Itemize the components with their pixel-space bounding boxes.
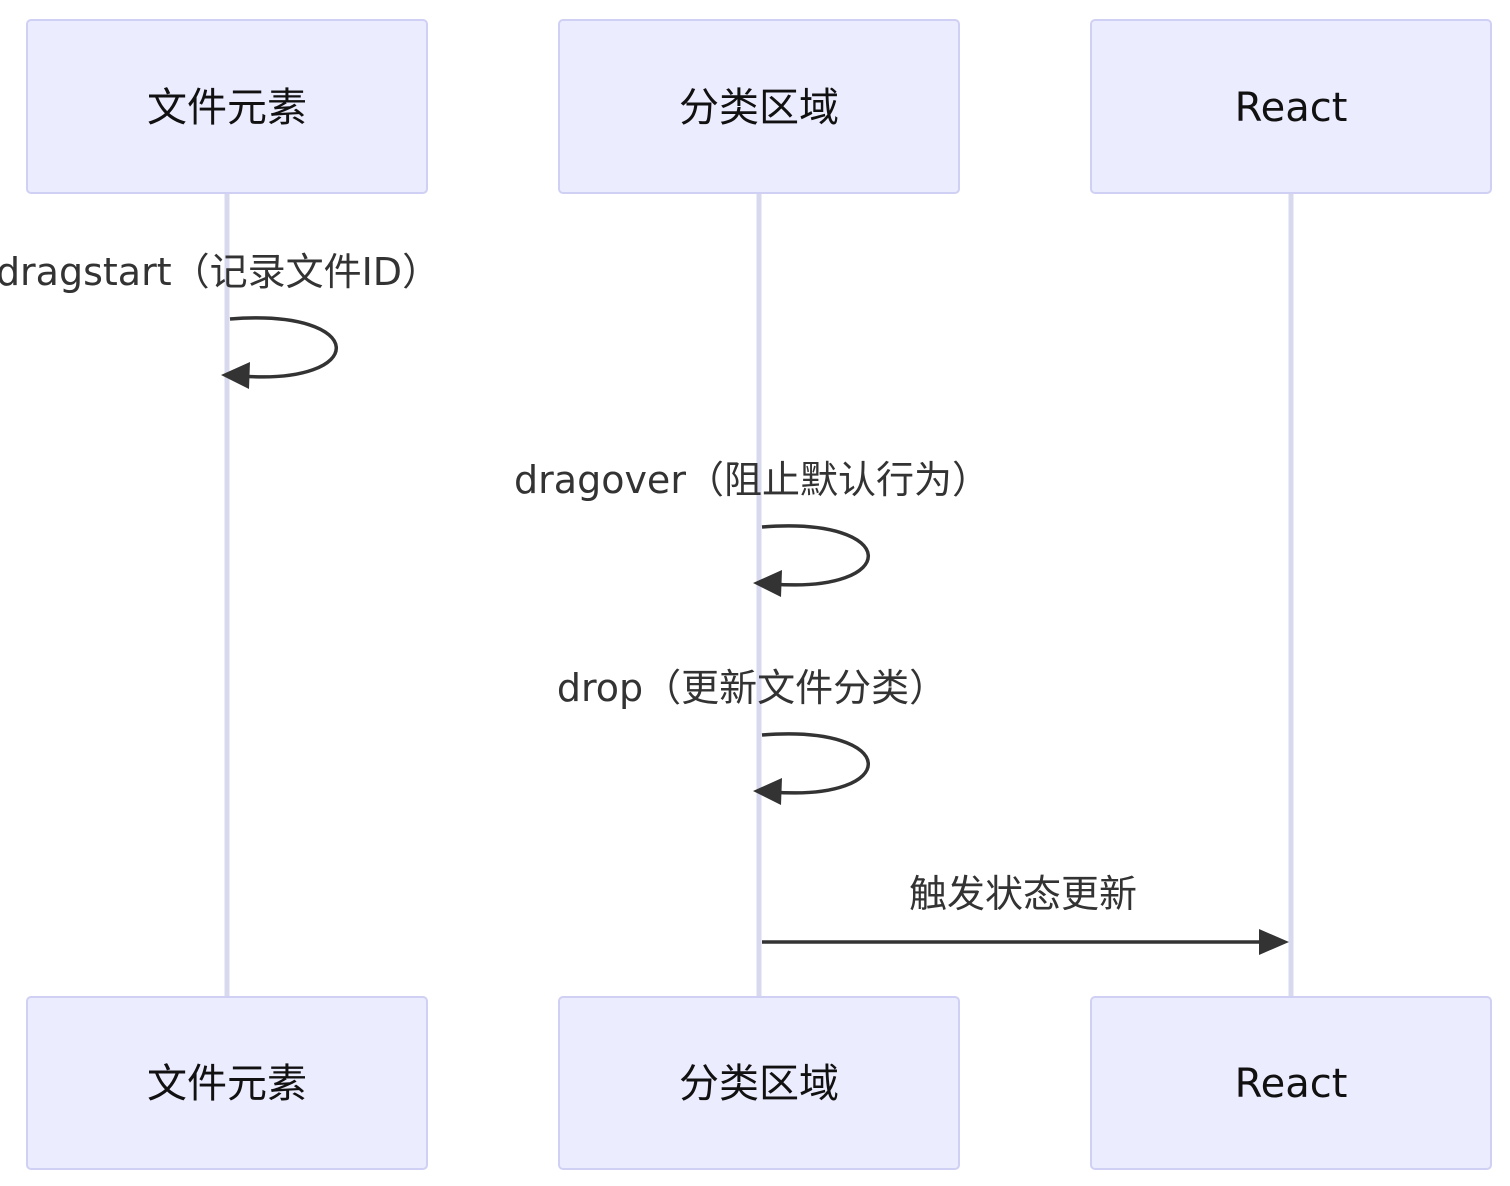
- actor-top-file: 文件元素: [26, 19, 428, 194]
- actor-label: React: [1235, 85, 1348, 131]
- self-loop-arrow: [761, 732, 870, 795]
- actor-bottom-file: 文件元素: [26, 996, 428, 1170]
- actor-bottom-react: React: [1090, 996, 1492, 1170]
- actor-box: [26, 19, 428, 194]
- message-label: drop（更新文件分类）: [557, 666, 947, 710]
- actor-box: [558, 19, 960, 194]
- actor-box: [558, 996, 960, 1170]
- actor-box: [1090, 19, 1492, 194]
- message-dragstart: dragstart（记录文件ID）: [0, 250, 440, 389]
- actor-label: 分类区域: [679, 85, 839, 131]
- self-loop-arrow: [229, 316, 338, 379]
- actor-label: 文件元素: [147, 1061, 307, 1107]
- actor-label: 分类区域: [679, 1061, 839, 1107]
- arrowhead: [753, 778, 782, 805]
- message-label: dragstart（记录文件ID）: [0, 250, 440, 294]
- actor-top-react: React: [1090, 19, 1492, 194]
- message-trigger-state-update: 触发状态更新: [762, 872, 1289, 955]
- actor-box: [26, 996, 428, 1170]
- actor-top-zone: 分类区域: [558, 19, 960, 194]
- message-label: 触发状态更新: [909, 872, 1137, 916]
- actor-label: React: [1235, 1061, 1348, 1107]
- message-label: dragover（阻止默认行为）: [514, 458, 990, 502]
- arrowhead: [753, 570, 782, 597]
- self-loop-arrow: [761, 524, 870, 587]
- message-drop: drop（更新文件分类）: [557, 666, 947, 805]
- arrowhead: [1259, 929, 1289, 955]
- actor-bottom-zone: 分类区域: [558, 996, 960, 1170]
- actor-label: 文件元素: [147, 85, 307, 131]
- arrowhead: [221, 362, 250, 389]
- message-dragover: dragover（阻止默认行为）: [514, 458, 990, 597]
- actor-box: [1090, 996, 1492, 1170]
